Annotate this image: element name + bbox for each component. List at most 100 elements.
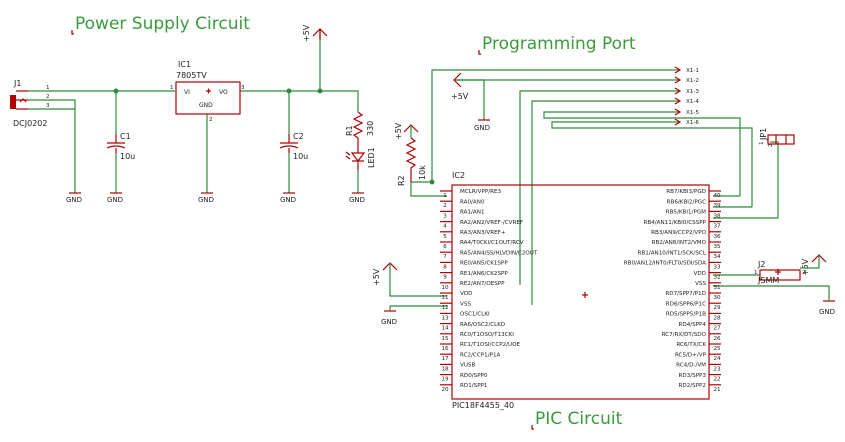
x1-pin-5: X1-5 [686, 110, 699, 116]
j2-ref: J2 [757, 260, 765, 269]
svg-text:GND: GND [349, 196, 365, 204]
pin-number: 1 [443, 193, 447, 199]
j2-pin-2: 2 [802, 270, 806, 276]
pin-number: 35 [713, 244, 721, 250]
pin-number: 21 [713, 387, 721, 393]
pin-name: VSS [460, 301, 471, 307]
junction-dot [286, 88, 292, 94]
ic1-pin-1: 1 [170, 85, 174, 91]
pin-number: 14 [441, 326, 449, 332]
pin-number: 20 [441, 387, 449, 393]
pin-name: RB7/KBI3/PGD [666, 189, 706, 195]
r1-value: 330 [366, 121, 375, 136]
jp1-pin-2: 2 [768, 143, 774, 147]
pin-number: 2 [443, 203, 447, 209]
pin-number: 38 [713, 213, 721, 219]
pin-number: 3 [443, 213, 447, 219]
pin-number: 39 [713, 203, 721, 209]
pin-name: RB5/KBI1/PGM [666, 210, 706, 216]
ic2-pic-microcontroller: IC2 PIC18F4455_40 1MCLR/VPP/RE32RA0/AN03… [440, 171, 721, 410]
jp1-ref: JP1 [759, 128, 768, 141]
pin-number: 36 [713, 234, 721, 240]
x1-pin-6: X1-6 [686, 120, 699, 126]
pin-name: RA2/AN2/VREF-/CVREF [460, 220, 523, 226]
gnd-symbol-led: GND [349, 192, 365, 204]
pin-number: 10 [441, 285, 449, 291]
ic2-ref: IC2 [452, 171, 465, 180]
pin-name: RB4/AN11/KBI0/CSSPP [643, 220, 706, 226]
pin-name: RD2/SPP2 [679, 383, 707, 389]
pin-name: VUSB [460, 363, 475, 369]
pin-number: 9 [443, 275, 447, 281]
svg-text:GND: GND [381, 318, 397, 326]
ic2-pin-21: 21 RD2/SPP2 [679, 383, 721, 393]
gnd-symbol-vss: GND [381, 310, 397, 326]
pin-name: RE2/AN7/OESPP [460, 281, 505, 287]
svg-text:+5V: +5V [372, 268, 381, 286]
ic2-body [451, 184, 710, 400]
ic2-value: PIC18F4455_40 [452, 401, 514, 410]
pin-number: 34 [713, 254, 721, 260]
junction-dot [429, 179, 435, 185]
j1-ref: J1 [13, 79, 21, 88]
pin-number: 32 [713, 275, 720, 281]
x1-programming-header: X1-1 X1-2 X1-3 X1-4 X1-5 X1-6 [674, 66, 699, 126]
pin-name: RD5/SPP5/P1B [666, 312, 706, 318]
c2-value: 10u [293, 152, 308, 161]
junction-dot [113, 88, 119, 94]
j1-pin-3: 3 [46, 103, 50, 109]
pin-number: 24 [713, 356, 721, 362]
programming-port-heading: Programming Port [482, 34, 636, 54]
gnd-symbol-c2: GND [280, 192, 296, 204]
pin-number: 12 [441, 305, 448, 311]
vcc-symbol-r2: +5V [394, 122, 419, 140]
ic2-pin-35: 35 RB2/AN8/INT2/VMO [652, 240, 721, 250]
pin-number: 5 [443, 234, 447, 240]
pin-name: RB6/KBI2/PGC [667, 199, 706, 205]
ic2-left-pins: 1MCLR/VPP/RE32RA0/AN03RA1/AN14RA2/AN2/VR… [440, 189, 538, 393]
pin-name: RC6/TX/CK [676, 342, 706, 348]
c1-value: 10u [120, 152, 135, 161]
pin-name: RC7/RX/DT/SDO [662, 332, 707, 338]
c1-ref: C1 [120, 132, 131, 141]
ic1-vi-label: VI [184, 89, 190, 96]
pin-number: 29 [713, 305, 721, 311]
pin-name: RA4/T0CKI/C1OUT/RCV [460, 240, 524, 246]
pin-number: 37 [713, 224, 721, 230]
svg-text:+5V: +5V [801, 258, 810, 276]
x1-pin-1: X1-1 [686, 68, 699, 74]
led1-diode: LED1 [345, 147, 376, 170]
ic1-value: 7805TV [176, 71, 207, 80]
svg-text:+5V: +5V [302, 24, 311, 42]
pin-name: RB1/AN10/INT1/SCK/SCL [638, 250, 707, 256]
pin-name: RB2/AN8/INT2/VMO [652, 240, 707, 246]
led1-ref: LED1 [367, 147, 376, 168]
svg-text:+5V: +5V [451, 92, 469, 101]
pin-name: RC4/D-/VM [676, 363, 706, 369]
j2-value: JSMM [757, 276, 779, 285]
pin-name: RA0/AN0 [460, 199, 485, 205]
ic2-pin-39: 39 RB6/KBI2/PGC [667, 199, 721, 209]
section-titles: Power Supply Circuit Programming Port PI… [71, 14, 636, 430]
pin-number: 30 [713, 295, 721, 301]
junction-dot [317, 88, 323, 94]
r1-resistor: R1 330 [345, 111, 375, 148]
gnd-symbol-ic1: GND [198, 192, 214, 204]
